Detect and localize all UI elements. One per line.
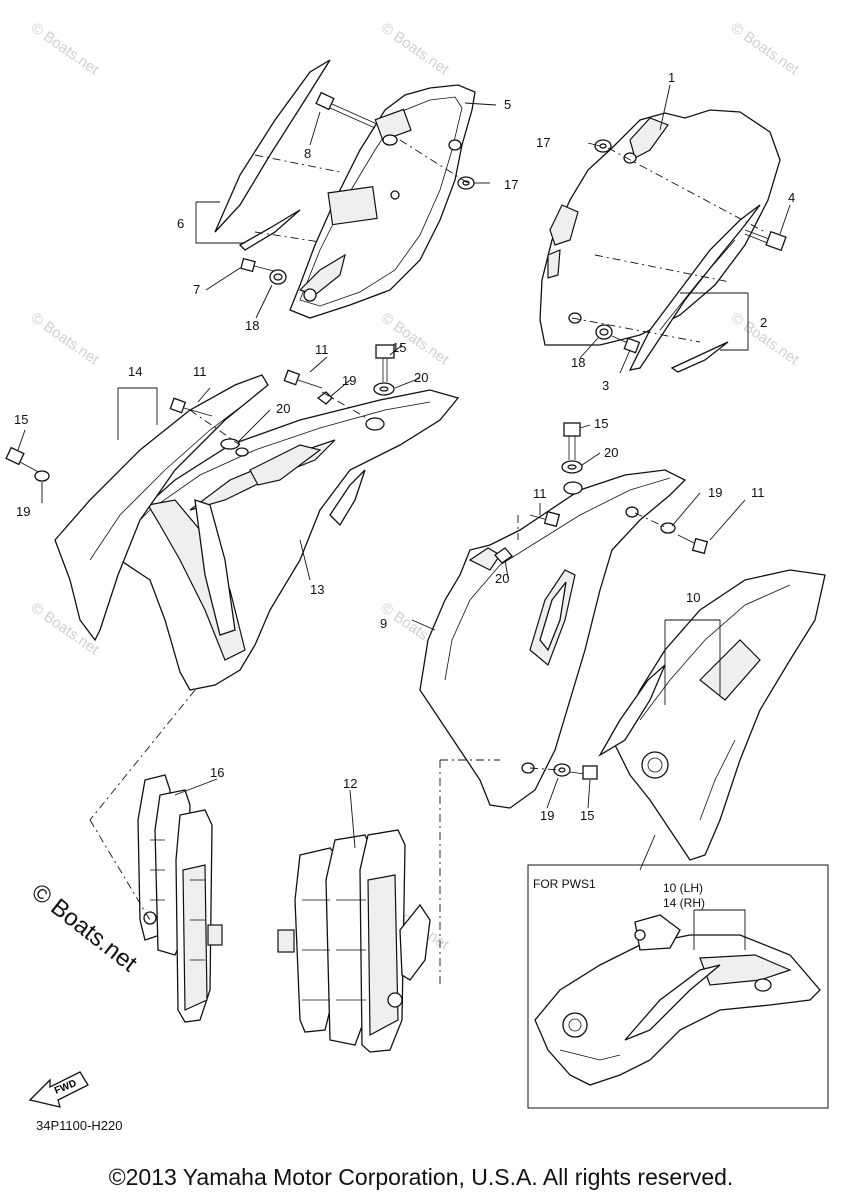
radiator-shroud-left <box>98 389 460 691</box>
watermark-text: © Boats.net <box>28 309 103 368</box>
shroud-decal-right <box>598 569 826 861</box>
callout-19-c: 19 <box>708 485 722 500</box>
shroud-decal-left <box>54 374 269 642</box>
callout-1: 1 <box>668 70 675 85</box>
grommet-part-17-left <box>457 176 475 190</box>
callout-20-a: 20 <box>414 370 428 385</box>
radiator-guard-right <box>277 829 431 1053</box>
watermark-text: © Boats.net <box>728 19 803 78</box>
callout-19-a: 19 <box>342 373 356 388</box>
callout-8: 8 <box>304 146 311 161</box>
callout-11-a: 11 <box>193 364 207 379</box>
bolt-part-11-b <box>283 369 323 389</box>
callout-4: 4 <box>788 190 795 205</box>
callout-11-c: 11 <box>533 486 547 501</box>
bolt-part-7 <box>240 257 279 273</box>
collar-part-18-left <box>269 269 287 285</box>
bolt-part-15-b <box>5 446 43 475</box>
callout-17-b: 17 <box>504 177 518 192</box>
watermark-text: © Boats.net <box>378 309 453 368</box>
radiator-guard-left <box>137 774 223 1023</box>
watermark-text: © Boats.net <box>378 19 453 78</box>
decal-set-left-cover <box>214 59 331 251</box>
callout-16: 16 <box>210 765 224 780</box>
callout-12: 12 <box>343 776 357 791</box>
callout-10: 10 <box>686 590 700 605</box>
radiator-shroud-right <box>419 469 687 809</box>
bolt-part-8 <box>315 91 378 129</box>
callout-6: 6 <box>177 216 184 231</box>
fwd-arrow-icon: FWD <box>28 1071 89 1108</box>
washer-part-20-d <box>494 547 513 564</box>
bolt-part-11-a <box>169 397 213 417</box>
side-cover-right <box>539 109 781 346</box>
callout-3: 3 <box>602 378 609 393</box>
bolt-part-15-a <box>375 344 395 382</box>
callout-19-b: 19 <box>16 504 30 519</box>
side-cover-left <box>289 84 476 319</box>
callout-15-a: 15 <box>392 340 406 355</box>
bolt-part-15-c <box>563 422 581 460</box>
grommet-part-17-right <box>594 139 612 153</box>
callout-18-b: 18 <box>571 355 585 370</box>
washer-part-19-a <box>316 391 333 405</box>
watermark-text: © Boats.net <box>28 19 103 78</box>
variant-box-line2: 14 (RH) <box>663 896 705 910</box>
collar-part-18-right <box>595 324 613 340</box>
callout-19-d: 19 <box>540 808 554 823</box>
callout-13: 13 <box>310 582 324 597</box>
washer-part-19-c <box>660 522 676 534</box>
callout-15-d: 15 <box>580 808 594 823</box>
variant-box-line1: 10 (LH) <box>663 881 703 895</box>
big-watermark: © Boats.net <box>26 878 142 977</box>
callout-17-a: 17 <box>536 135 550 150</box>
callout-5: 5 <box>504 97 511 112</box>
callouts: 1 2 3 4 5 6 7 8 9 10 10 11 11 11 11 12 1… <box>14 70 795 823</box>
washer-part-19-b <box>34 470 50 482</box>
callout-20-b: 20 <box>276 401 290 416</box>
variant-box-title: FOR PWS1 <box>533 877 596 891</box>
bolt-part-11-d <box>677 534 709 555</box>
callout-18-a: 18 <box>245 318 259 333</box>
callout-20-d: 20 <box>495 571 509 586</box>
washer-part-20-b <box>220 438 240 450</box>
callout-7: 7 <box>193 282 200 297</box>
bolt-part-15-d <box>569 765 598 780</box>
copyright-footer: ©2013 Yamaha Motor Corporation, U.S.A. A… <box>108 1164 734 1190</box>
bolt-part-11-c <box>529 510 561 528</box>
callout-2: 2 <box>760 315 767 330</box>
washer-part-20-a <box>373 382 395 396</box>
decal-set-right-cover <box>628 204 761 373</box>
callout-11-d: 11 <box>751 485 765 500</box>
washer-part-20-c <box>561 460 583 474</box>
callout-15-b: 15 <box>14 412 28 427</box>
callout-leaders <box>17 84 791 849</box>
washer-part-19-d <box>553 763 571 777</box>
callout-14: 14 <box>128 364 142 379</box>
bolt-part-4 <box>744 229 787 252</box>
callout-9: 9 <box>380 616 387 631</box>
diagram-code: 34P1100-H220 <box>36 1118 123 1133</box>
pws1-shroud-decal <box>534 914 821 1086</box>
callout-20-c: 20 <box>604 445 618 460</box>
callout-15-c: 15 <box>594 416 608 431</box>
callout-11-b: 11 <box>315 342 329 357</box>
